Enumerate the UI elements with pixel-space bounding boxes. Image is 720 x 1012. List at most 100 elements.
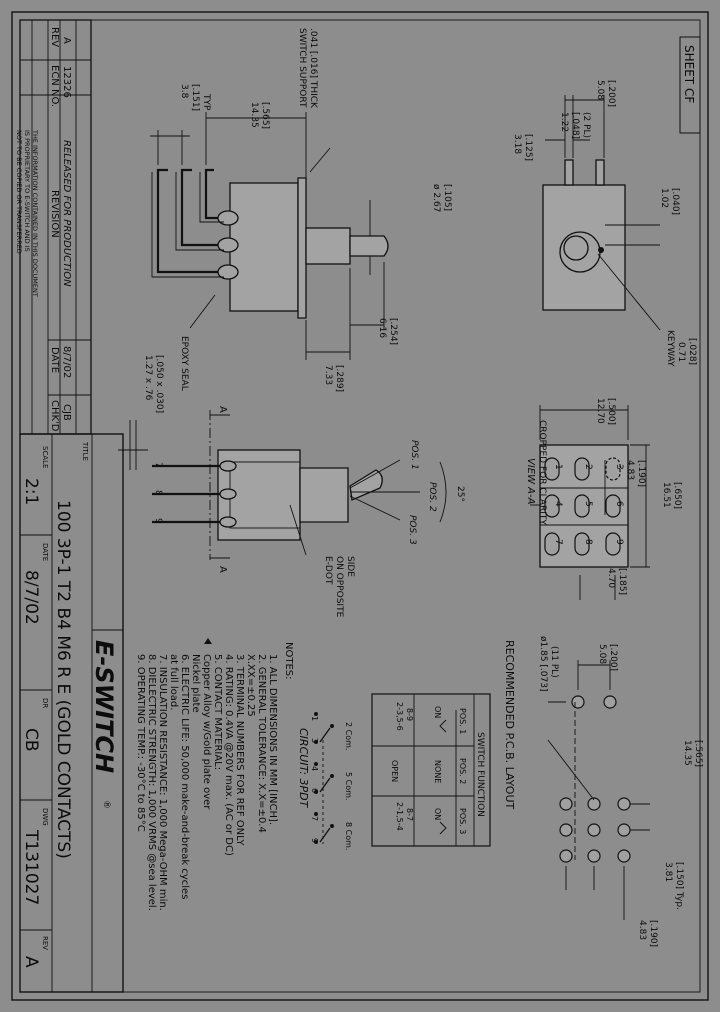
rev-value-title: A [21, 956, 41, 968]
dim-keyway-width: 1.02 [.040] [659, 188, 680, 215]
sf-pos3-conn: 2-1,5-4 8-7 [395, 802, 414, 831]
pos2-label: POS. 2 [427, 482, 437, 512]
terminal-7: 7 [153, 462, 163, 468]
part-title: 100 3P-1 T2 B4 M6 R E (GOLD CONTACTS) [53, 500, 73, 859]
svg-text:4.83: 4.83 [625, 460, 635, 480]
svg-text:2: 2 [583, 464, 593, 470]
circuit-pin-4: 4 [310, 766, 319, 771]
sheet-label: SHEET CF [682, 45, 696, 103]
sf-header-pos3: POS. 3 [458, 808, 467, 834]
circuit-title: CIRCUIT: 3PDT [297, 728, 310, 809]
svg-text:14.35: 14.35 [682, 740, 692, 766]
svg-text:4.70: 4.70 [606, 568, 616, 588]
pos3-label: POS. 3 [407, 515, 417, 545]
svg-text:6.16: 6.16 [377, 318, 387, 338]
svg-text:9: 9 [614, 539, 624, 545]
drawn-by-value: CB [21, 728, 41, 752]
rev-label: REV [41, 936, 49, 950]
circuit-com-2: 2 Com. [344, 722, 353, 750]
circuit-com-8: 8 Com. [344, 822, 353, 850]
title-label: TITLE [81, 441, 89, 461]
pad-4: 4 [544, 494, 563, 518]
bottom-view: 1 2 3 4 5 6 7 8 9 12.70 [.500] 16.51 [.6… [525, 398, 682, 600]
svg-text:1.27 x .76: 1.27 x .76 [143, 355, 153, 401]
dim-bottom-low: 4.70 [.185] [606, 568, 627, 595]
svg-text:[.200]: [.200] [608, 644, 618, 671]
svg-text:14.35: 14.35 [249, 102, 259, 128]
sf-header-pos2: POS. 2 [458, 758, 467, 784]
svg-text:[.650]: [.650] [672, 482, 682, 509]
pad-8: 8 [574, 532, 593, 556]
svg-text:[.151]: [.151] [190, 84, 200, 111]
note-4: 4. RATING: 0.4VA @20V max. (AC or DC) [223, 654, 234, 856]
circuit-pin-7: 7 [310, 816, 319, 821]
dim-end-tab: 3.18 [.125] [512, 134, 533, 161]
dim-diameter: ø 2.67 [.105] [431, 184, 452, 212]
support-label: SWITCH SUPPORT .041 [.016] THICK [297, 28, 318, 109]
svg-text:[.048]: [.048] [570, 112, 580, 139]
svg-text:7.33: 7.33 [323, 365, 333, 385]
dim-hole: ø1.85 [.073] (11 PL) [538, 636, 559, 691]
dim-bottom-length: 16.51 [.650] [661, 482, 682, 509]
sheet-label-block: SHEET CF [679, 36, 701, 134]
pad-9: 9 [605, 532, 624, 556]
dim-end-gap: 1.22 [.048] (2 PL) [559, 112, 591, 139]
scale-value: 2:1 [21, 478, 41, 505]
notes-title: NOTES: [283, 642, 294, 680]
svg-text:8-9: 8-9 [405, 708, 414, 721]
note-2b: X.XX=±0.25 [245, 654, 256, 717]
svg-text:[.028]: [.028] [687, 338, 697, 365]
pad-7: 7 [544, 532, 563, 556]
svg-text:0.71: 0.71 [676, 342, 686, 362]
dim-pcb-row: 3.81 [.150] Typ. [663, 862, 684, 910]
svg-text:THE INFORMATION CONTAINED IN T: THE INFORMATION CONTAINED IN THIS DOCUME… [31, 129, 39, 297]
dim-terminal-size: 1.27 x .76 [.050 x .030] [143, 355, 164, 413]
rev-header-chk: CHK'D [49, 400, 60, 432]
section-a-top: A [217, 406, 228, 413]
rev-date-value: 8/7/02 [61, 346, 72, 378]
note-5b: Copper Alloy w/Gold plate over [201, 654, 212, 810]
circuit-pin-3: 3 [310, 738, 319, 743]
svg-text:ø 2.67: ø 2.67 [431, 184, 441, 212]
notes: NOTES: 1. ALL DIMENSIONS IN MM [INCH]. 2… [135, 638, 294, 911]
note-9: 9. OPERATING TEMP.: -30°C to 85°C [135, 654, 146, 832]
terminal-8: 8 [153, 490, 163, 496]
title-block: SCALE DATE DR DWG REV TITLE 2:1 8/7/02 C… [19, 433, 124, 993]
svg-text:E-DOT: E-DOT [323, 556, 333, 585]
svg-text:CROPPED FOR CLARITY: CROPPED FOR CLARITY [537, 420, 547, 525]
sf-pos2-none: NONE [433, 760, 442, 783]
dim-bottom-mid: 4.83 [.190] [625, 460, 646, 487]
svg-text:[.254]: [.254] [388, 318, 398, 345]
note-1: 1. ALL DIMENSIONS IN MM [INCH]. [267, 654, 278, 825]
svg-text:3.18: 3.18 [512, 134, 522, 154]
drawing-number: T131027 [21, 829, 41, 905]
dim-pcb-pitch: 5.08 [.200] [597, 644, 618, 671]
note-6b: at full load. [168, 654, 179, 710]
svg-text:[.565]: [.565] [693, 740, 703, 767]
revision-block: REV ECN NO. REVISION DATE CHK'D A 12326 … [15, 19, 92, 435]
side-view: SWITCH SUPPORT .041 [.016] THICK 14.35 [… [118, 28, 452, 470]
switch-function-table: SWITCH FUNCTION POS. 1 POS. 2 POS. 3 ON … [371, 693, 491, 847]
svg-text:4.83: 4.83 [637, 920, 647, 940]
e-switch-logo: E-SWITCH ® [90, 640, 118, 809]
svg-text:[.565]: [.565] [260, 102, 270, 129]
epoxy-seal-label: EPOXY SEAL [179, 336, 189, 391]
svg-text:5.08: 5.08 [597, 644, 607, 664]
proprietary-notice: THE INFORMATION CONTAINED IN THIS DOCUME… [15, 129, 39, 297]
dr-label: DR [41, 698, 49, 708]
svg-text:1.22: 1.22 [559, 112, 569, 132]
svg-text:6: 6 [614, 501, 624, 507]
circuit-pin-6: 6 [310, 788, 319, 793]
end-view: 5.08 [.200] 1.22 [.048] (2 PL) 3.18 [.12… [512, 80, 697, 367]
dim-pcb-row2: 4.83 [.190] [637, 920, 658, 947]
svg-text:IS PROPRIETARY TO E-SWITCH AND: IS PROPRIETARY TO E-SWITCH AND IS [23, 130, 31, 252]
svg-text:[.190]: [.190] [636, 460, 646, 487]
svg-text:[.040]: [.040] [670, 188, 680, 215]
pad-5: 5 [574, 494, 593, 518]
pcb-layout-title: RECOMMENDED P.C.B. LAYOUT [503, 640, 516, 809]
note-3: 3. TERMINAL NUMBERS FOR REF ONLY [234, 654, 245, 846]
note-7: 7. INSULATION RESISTANCE: 1,000 Mega-OHM… [157, 654, 168, 911]
note-8: 8. DIELECTRIC STRENGTH: 1,000 VRMS @sea … [146, 654, 157, 911]
circuit-pin-1: 1 [310, 716, 319, 721]
svg-text:3.8: 3.8 [179, 84, 189, 99]
